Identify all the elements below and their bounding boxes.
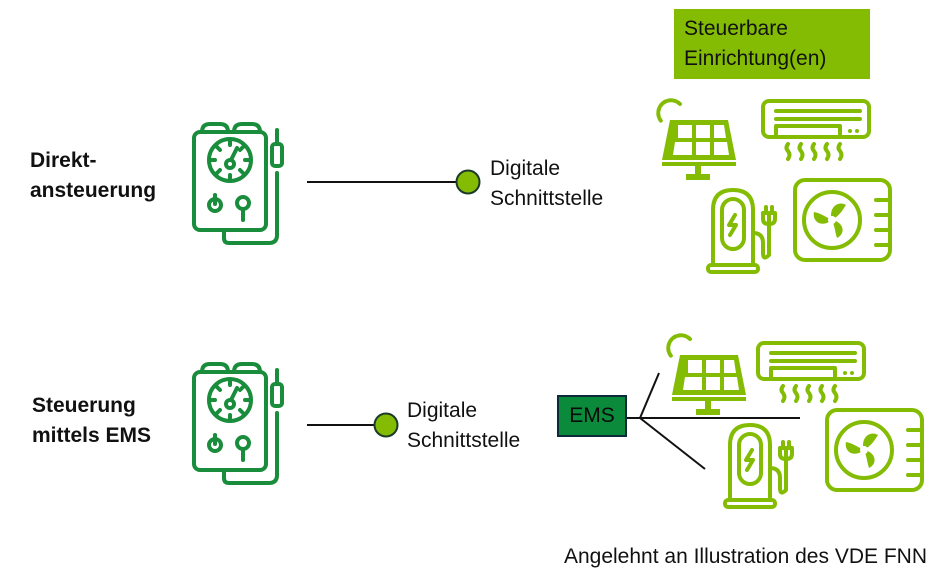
legend-line-1: Steuerbare: [684, 17, 788, 40]
ems-branch-solar: [639, 372, 660, 419]
row-label-direct-line2: ansteuerung: [30, 179, 157, 202]
row-label-ems: Steuerung mittels EMS: [32, 391, 151, 451]
ev-charger-icon: [706, 188, 777, 274]
row-label-ems-line2: mittels EMS: [32, 424, 152, 447]
interface-label-2-line1: Digitale: [407, 399, 478, 422]
ems-branch-charger: [639, 417, 706, 470]
interface-label-1: Digitale Schnittstelle: [490, 154, 603, 214]
control-box-meter-icon: [192, 122, 284, 245]
source-footer: Angelehnt an Illustration des VDE FNN: [563, 545, 927, 568]
heat-pump-icon-2: [825, 408, 924, 492]
ev-charger-icon-2: [723, 423, 794, 509]
air-conditioner-icon-2: [756, 341, 866, 403]
interface-label-2-line2: Schnittstelle: [407, 429, 521, 452]
control-box-meter-icon-2: [192, 362, 284, 485]
interface-node-2: [373, 412, 399, 438]
row-label-direct-line1: Direkt-: [30, 149, 97, 172]
row-label-direct: Direkt- ansteuerung: [30, 146, 156, 206]
legend-line-2: Einrichtung(en): [684, 47, 827, 70]
ems-box: EMS: [557, 395, 627, 437]
interface-label-1-line2: Schnittstelle: [490, 187, 604, 210]
interface-label-2: Digitale Schnittstelle: [407, 396, 520, 456]
interface-node-1: [455, 169, 481, 195]
solar-panel-icon: [656, 98, 736, 180]
ems-label: EMS: [569, 404, 615, 427]
air-conditioner-icon: [761, 99, 871, 161]
legend-box: Steuerbare Einrichtung(en): [674, 9, 870, 79]
heat-pump-icon: [793, 178, 892, 262]
interface-label-1-line1: Digitale: [490, 157, 561, 180]
solar-panel-icon-2: [666, 333, 746, 415]
row-label-ems-line1: Steuerung: [32, 394, 136, 417]
